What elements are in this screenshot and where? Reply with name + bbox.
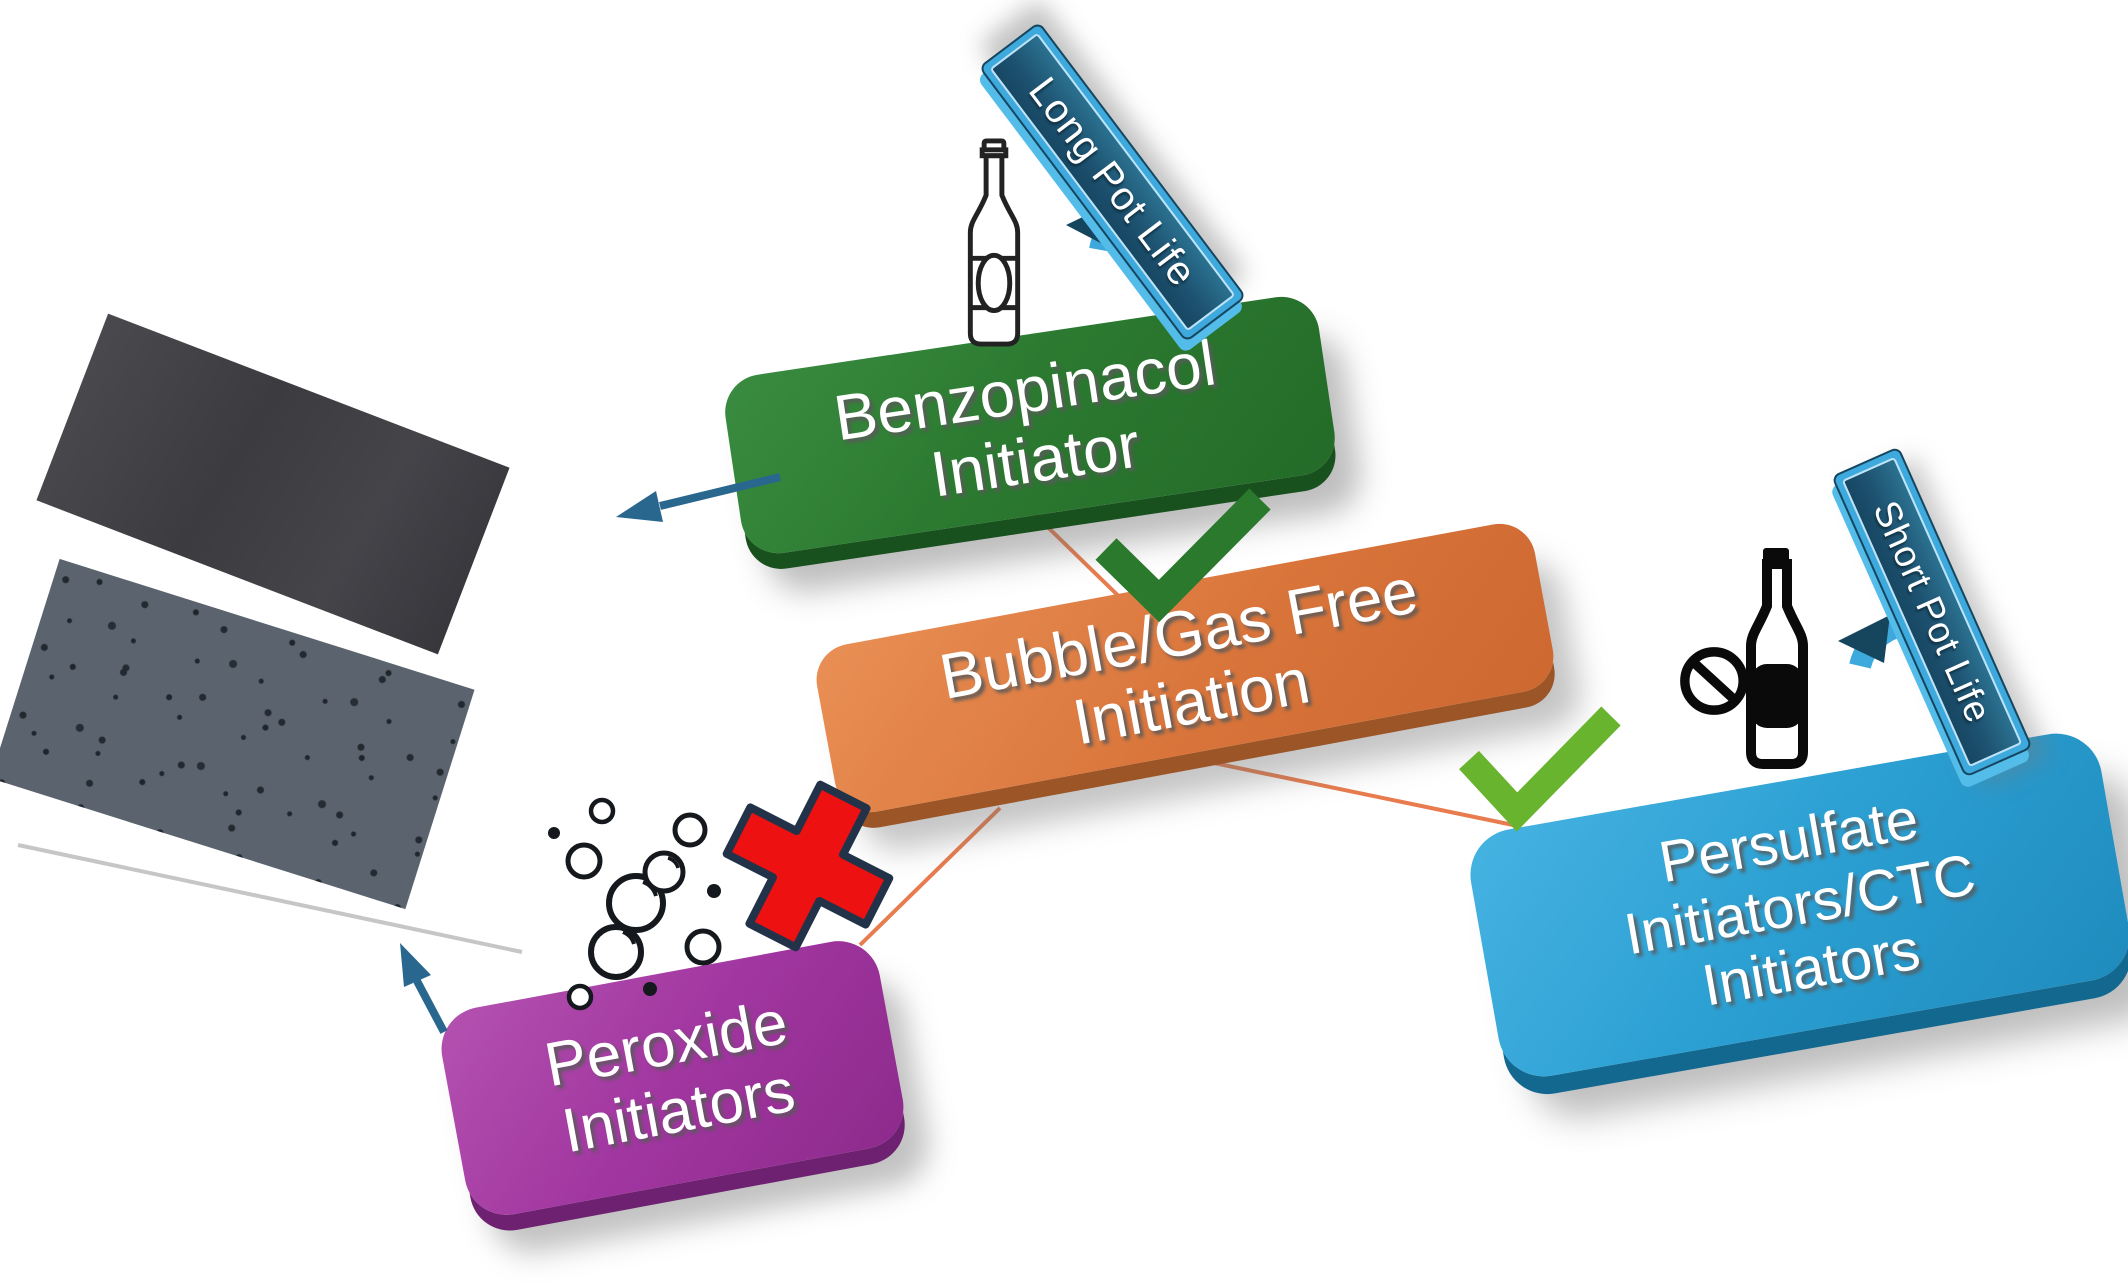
link-orange-to-blue xyxy=(1189,756,1519,828)
link-orange-to-purple xyxy=(858,806,1002,947)
node-peroxide-initiators: Peroxide Initiators xyxy=(434,934,911,1222)
bottle-outline-icon xyxy=(967,138,1021,347)
node-benzopinacol-initiator: Benzopinacol Initiator xyxy=(719,291,1341,559)
short-pot-life-label: Short Pot Life xyxy=(1841,456,2023,768)
bottle-black-icon xyxy=(1746,548,1808,769)
short-pot-life-banner: Short Pot Life xyxy=(1831,446,2033,778)
check-icon-light xyxy=(1459,706,1621,832)
node-bubble-gas-free-initiation: Bubble/Gas Free Initiation xyxy=(810,517,1560,819)
node-persulfate-ctc-initiators: Persulfate Initiators/CTC Initiators xyxy=(1463,726,2128,1084)
prohibited-icon xyxy=(1680,647,1748,715)
arrow-to-sample-bottom xyxy=(400,943,448,1034)
